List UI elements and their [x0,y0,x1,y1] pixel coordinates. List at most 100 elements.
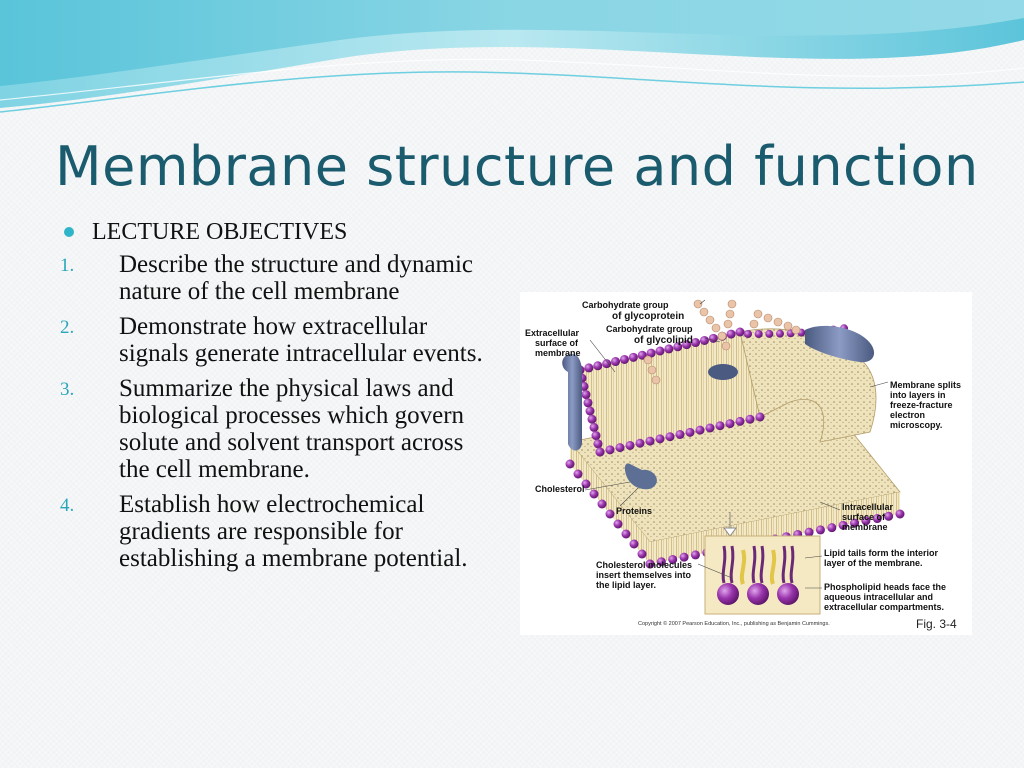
label-extracellular-1: Extracellular [525,328,580,338]
list-item-text: Demonstrate how extracellular signals ge… [119,313,483,367]
phospholipid-head [726,329,736,339]
list-item: 1. Describe the structure and dynamic na… [60,251,530,305]
phospholipid-head [573,469,583,479]
phospholipid-head [804,527,814,537]
phospholipid-head [655,346,665,356]
phospholipid-head [637,350,647,360]
phospholipid-head [605,445,615,455]
phospholipid-head [589,422,599,432]
label-lipid-tails-1: Lipid tails form the interior [824,548,939,558]
phospholipid-head [637,549,647,559]
phospholipid-head [645,559,655,569]
phospholipid-head [611,357,621,367]
cholesterol-molecule [739,549,747,585]
phospholipid-head [695,425,705,435]
phospholipid-head [656,557,666,567]
lipid-tail [759,545,765,584]
phospholipid-head [725,419,735,429]
label-splits-5: microscopy. [890,420,942,430]
phospholipid-head [593,439,603,449]
phospholipid-inset [704,512,821,615]
phospholipid-head [655,434,665,444]
phospholipid-head [685,427,695,437]
phospholipid-head [708,333,718,343]
phospholipid-head [625,440,635,450]
list-item-text: Establish how electrochemical gradients … [119,491,468,572]
list-item-number: 4. [60,495,75,516]
phospholipid-head [745,414,755,424]
label-lipid-tails-2: layer of the membrane. [824,558,923,568]
phospholipid-head [715,421,725,431]
phospholipid-head [776,329,784,338]
phospholipid-head [754,329,763,338]
phospholipid-head [717,583,739,605]
label-heads-3: extracellular compartments. [824,602,944,612]
phospholipid-head [872,514,882,524]
phospholipid-head [635,438,645,448]
phospholipid-head [827,523,837,533]
label-intracellular-2: surface of [842,512,886,522]
phospholipid-head [585,406,595,416]
phospholipid-head [691,338,701,348]
list-item: 2. Demonstrate how extracellular signals… [60,313,530,367]
label-splits-3: freeze-fracture [890,400,953,410]
list-item-number: 3. [60,379,75,400]
membrane-proteins [562,325,875,490]
phospholipid-head [584,363,594,373]
bullet-dot-icon [64,227,74,237]
phospholipid-head [668,554,678,564]
header-wave-decoration [0,0,1024,113]
label-extracellular-3: membrane [535,348,581,358]
label-carb-glycoprotein-2: of glycoprotein [612,311,684,322]
phospholipid-head [895,509,905,519]
phospholipid-head [595,447,605,457]
list-item: 3. Summarize the physical laws and biolo… [60,375,530,483]
phospholipid-head [675,430,685,439]
phospholipid-head [699,335,709,345]
phospholipid-head [587,414,597,424]
phospholipid-head [705,423,715,433]
phospholipid-head [664,344,674,354]
phospholipid-head [735,416,745,426]
phospholipid-head [589,489,599,499]
list-item-number: 2. [60,317,75,338]
list-item: 4. Establish how electrochemical gradien… [60,491,530,572]
phospholipid-head [690,550,700,560]
label-splits-1: Membrane splits [890,380,961,390]
label-heads-2: aqueous intracellular and [824,592,933,602]
phospholipid-head [602,359,612,369]
phospholipid-head [755,412,765,422]
phospholipid-head [628,352,638,362]
phospholipid-head [621,529,631,539]
phospholipid-head [645,436,655,446]
label-chol-insert-3: the lipid layer. [596,580,656,590]
figure-copyright: Copyright © 2007 Pearson Education, Inc.… [638,620,830,627]
membrane-figure: Carbohydrate group of glycoprotein Carbo… [520,292,972,635]
phospholipid-head [565,459,575,469]
phospholipid-head [850,518,860,528]
label-cholesterol: Cholesterol [535,484,585,494]
lipid-tail [721,545,727,584]
phospholipid-head [581,390,591,400]
phospholipid-head [619,354,629,364]
label-proteins: Proteins [616,506,652,516]
objectives-list-container: LECTURE OBJECTIVES 1. Describe the struc… [60,217,530,580]
phospholipid-head [682,340,692,350]
label-intracellular-1: Intracellular [842,502,894,512]
phospholipid-head [581,479,591,489]
phospholipid-head [744,330,752,338]
label-carb-glycolipid-1: Carbohydrate group [606,324,693,334]
phospholipid-head [815,525,825,535]
label-leader-lines [584,299,889,589]
label-splits-2: into layers in [890,390,946,400]
phospholipid-head [777,583,799,605]
carbohydrate-chains [643,299,801,385]
slide-title: Membrane structure and function [55,135,979,198]
label-intracellular-3: membrane [842,522,888,532]
phospholipid-head [597,499,607,509]
phospholipid-head [884,511,894,521]
phospholipid-head [735,327,745,337]
objectives-list: 1. Describe the structure and dynamic na… [60,251,530,572]
phospholipid-head [673,342,683,352]
phospholipid-head [747,583,769,605]
